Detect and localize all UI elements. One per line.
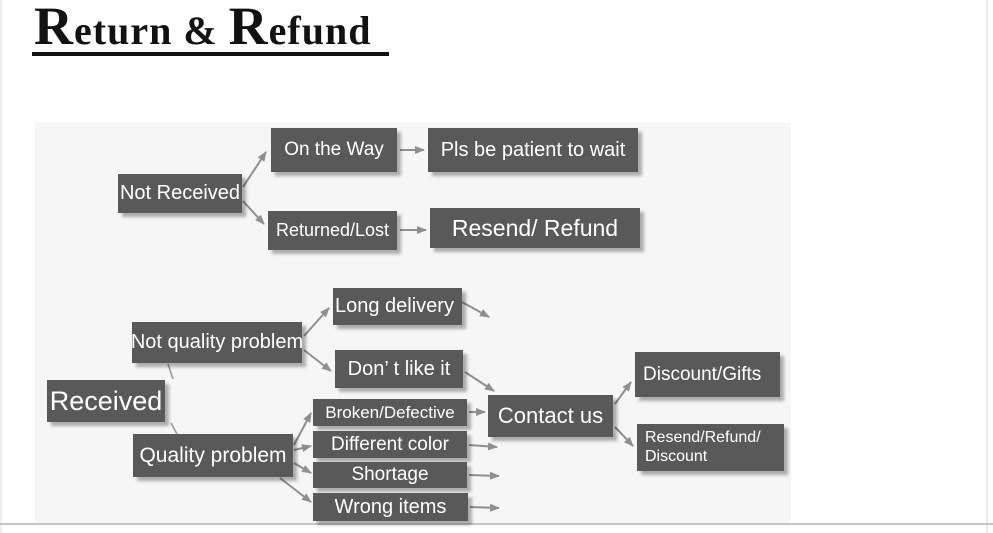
edge-longdelivery-out (461, 301, 490, 318)
edge-quality-shortage (293, 462, 312, 474)
title-initial-2: R (228, 0, 269, 56)
edge-shortage-contactus (468, 471, 500, 480)
title-ampersand: & (172, 8, 229, 53)
node-not-quality-problem: Not quality problem (131, 322, 303, 363)
edge-quality-differentcolor (293, 444, 312, 452)
edge-notreceived-ontheway (242, 151, 267, 188)
edge-received-quality (170, 422, 178, 435)
edge-contactus-discountgifts (614, 381, 632, 405)
node-discount-gifts: Discount/Gifts (635, 352, 780, 397)
edge-wrongitems-contactus (469, 503, 500, 512)
node-resend-refund: Resend/ Refund (430, 208, 640, 248)
node-shortage: Shortage (313, 462, 467, 488)
title-text-1: eturn (74, 8, 173, 53)
edge-differentcolor-contactus (468, 442, 498, 451)
node-contact-us: Contact us (488, 395, 613, 437)
node-quality-problem: Quality problem (133, 434, 293, 477)
edge-quality-wrongitems (279, 477, 312, 503)
edge-notreceived-returnedlost (242, 200, 265, 225)
bottom-divider (0, 523, 993, 525)
edge-quality-broken (293, 412, 312, 446)
node-broken-defective: Broken/Defective (313, 399, 467, 426)
node-wrong-items: Wrong items (313, 493, 468, 521)
node-returned-lost: Returned/Lost (268, 211, 397, 250)
node-different-color: Different color (313, 431, 467, 458)
edge-contactus-resendrefunddiscount (614, 426, 634, 447)
left-edge-line (0, 0, 2, 533)
edge-notquality-longdelivery (303, 307, 330, 337)
node-resend-refund-discount: Resend/Refund/ Discount (637, 424, 784, 471)
node-not-received: Not Received (118, 174, 242, 213)
right-edge-line (986, 0, 988, 533)
title-text-2: efund (268, 8, 372, 53)
title-initial-1: R (34, 0, 74, 56)
page-title: Return & Refund (32, 0, 390, 56)
edge-dontlike-contactus (464, 371, 495, 392)
node-dont-like-it: Don’ t like it (335, 350, 463, 388)
node-received: Received (47, 380, 165, 422)
node-long-delivery: Long delivery (333, 288, 462, 325)
edge-received-notquality (167, 363, 174, 380)
node-pls-be-patient: Pls be patient to wait (428, 128, 638, 172)
edge-notquality-dontlike (303, 349, 332, 372)
node-on-the-way: On the Way (271, 128, 397, 172)
